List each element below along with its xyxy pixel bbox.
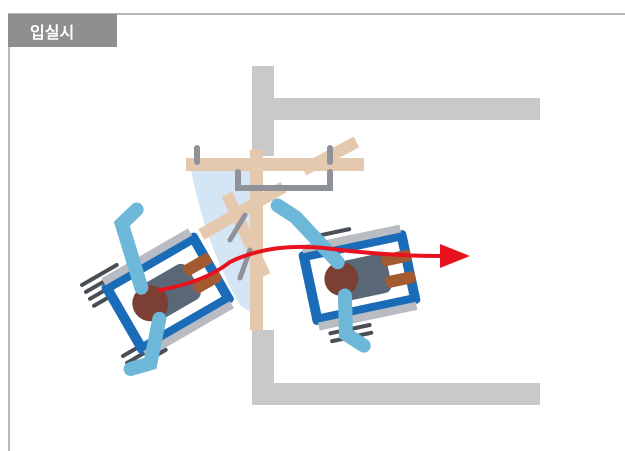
path-line — [158, 244, 442, 292]
path-arrowhead — [440, 244, 470, 268]
wheelchair-user-icon-inside — [270, 198, 421, 353]
wall-upper-horizontal — [252, 98, 540, 120]
door-plank-c — [198, 181, 287, 240]
frame-top-border — [8, 13, 625, 15]
wheelchair-user-icon-entering — [80, 202, 234, 376]
room-walls — [252, 66, 540, 405]
handrail-small-b — [227, 212, 248, 243]
user-shoe-b — [192, 270, 222, 294]
path-arrow-icon — [158, 244, 470, 292]
wheelchair-rail-top — [101, 228, 192, 286]
wall-lower-horizontal — [252, 383, 540, 405]
user-arm-down — [123, 311, 167, 376]
user-arm-raised — [113, 202, 149, 295]
frame-left-border — [8, 13, 10, 451]
handrail-bar — [235, 169, 333, 191]
title-tab: 입실시 — [8, 14, 117, 47]
user-shoe-right-b — [385, 271, 416, 288]
door-frame-top — [186, 158, 364, 171]
user-arm-down-right — [337, 288, 371, 353]
wheelchair-rail-bottom — [143, 301, 234, 359]
title-label: 입실시 — [30, 22, 75, 42]
door-icon — [186, 136, 364, 330]
user-shoe-a — [182, 253, 212, 276]
user-head-right — [324, 261, 359, 296]
